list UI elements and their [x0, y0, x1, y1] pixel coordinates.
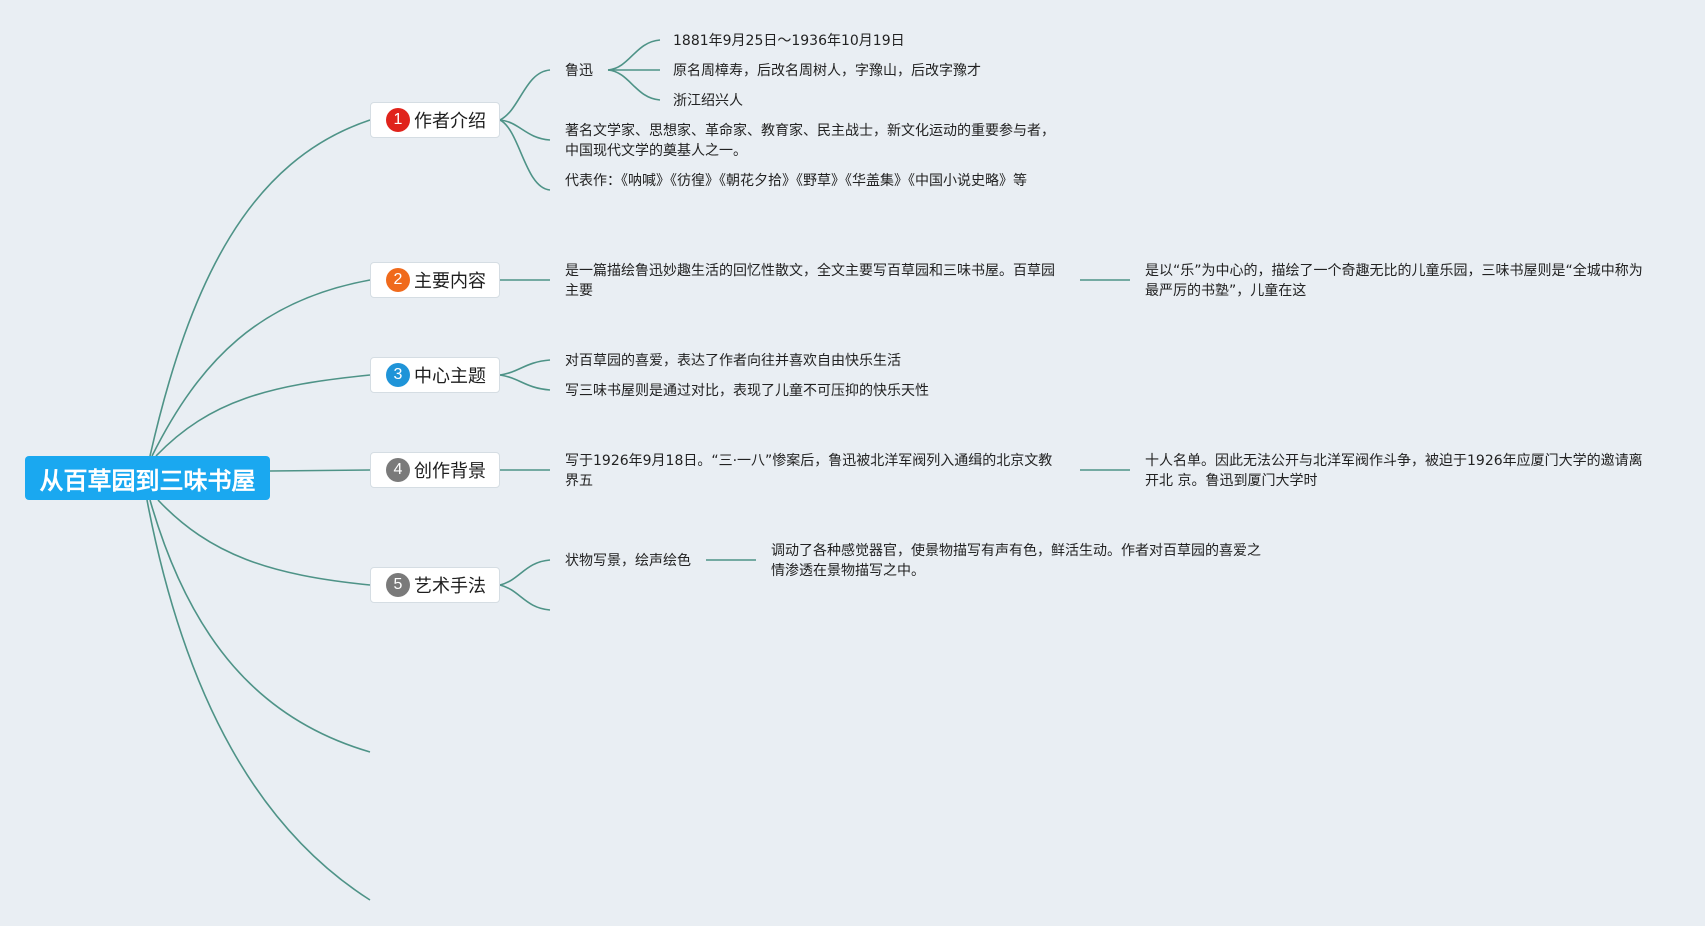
link-t1-luxun	[499, 69, 551, 121]
leaf-theme-garden[interactable]: 对百草园的喜爱，表达了作者向往并喜欢自由快乐生活	[565, 353, 901, 369]
link-t3-b	[499, 374, 551, 391]
link-root-topic-3	[155, 374, 371, 457]
number-badge-icon: 3	[386, 363, 410, 387]
link-t3-a	[499, 359, 551, 376]
link-t5-a	[499, 559, 551, 586]
leaf-main-content[interactable]: 是一篇描绘鲁迅妙趣生活的回忆性散文，全文主要写百草园和三味书屋。百草园主要	[565, 263, 1055, 299]
link-luxun-hometown	[607, 69, 661, 101]
topic-label: 中心主题	[414, 366, 486, 387]
topic-label: 作者介绍	[414, 111, 486, 132]
root-topic-label: 从百草园到三味书屋	[39, 466, 256, 495]
number-badge-icon: 5	[386, 573, 410, 597]
leaf-background-continued[interactable]: 十人名单。因此无法公开与北洋军阀作斗争，被迫于1926年应厦门大学的邀请离开北 …	[1145, 453, 1643, 489]
leaf-theme-school[interactable]: 写三味书屋则是通过对比，表现了儿童不可压抑的快乐天性	[565, 383, 929, 399]
link-root-empty-7	[146, 499, 371, 901]
topic-central-theme[interactable]: 3 中心主题	[370, 357, 500, 393]
leaf-description[interactable]: 著名文学家、思想家、革命家、教育家、民主战士，新文化运动的重要参与者，中国现代文…	[565, 123, 1055, 159]
link-root-topic-2	[151, 279, 371, 457]
leaf-main-content-continued[interactable]: 是以“乐”为中心的，描绘了一个奇趣无比的儿童乐园，三味书屋则是“全城中称为最严厉…	[1145, 263, 1643, 299]
link-t1-works	[499, 119, 551, 191]
link-root-topic-5	[157, 499, 371, 586]
topic-label: 创作背景	[414, 461, 486, 482]
leaf-background[interactable]: 写于1926年9月18日。“三·一八”惨案后，鲁迅被北洋军阀列入通缉的北京文教界…	[565, 453, 1053, 489]
topic-artistic-technique[interactable]: 5 艺术手法	[370, 567, 500, 603]
leaf-names[interactable]: 原名周樟寿，后改名周树人，字豫山，后改字豫才	[673, 63, 981, 79]
link-root-empty-6	[149, 499, 371, 753]
leaf-hometown[interactable]: 浙江绍兴人	[673, 93, 743, 109]
leaf-representative-works[interactable]: 代表作：《呐喊》《彷徨》《朝花夕拾》《野草》《华盖集》《中国小说史略》等	[565, 173, 1027, 189]
link-t1-desc	[499, 119, 551, 141]
link-t5-b	[499, 584, 551, 611]
topic-author-intro[interactable]: 1 作者介绍	[370, 102, 500, 138]
topic-label: 艺术手法	[414, 576, 486, 597]
link-luxun-dates	[607, 39, 661, 71]
number-badge-icon: 2	[386, 268, 410, 292]
number-badge-icon: 1	[386, 108, 410, 132]
link-root-topic-1	[149, 119, 371, 457]
topic-label: 主要内容	[414, 271, 486, 292]
topic-main-content[interactable]: 2 主要内容	[370, 262, 500, 298]
subtopic-luxun[interactable]: 鲁迅	[565, 63, 593, 79]
root-topic[interactable]: 从百草园到三味书屋	[25, 456, 270, 500]
number-badge-icon: 4	[386, 458, 410, 482]
link-root-topic-4	[269, 469, 371, 472]
leaf-technique-detail[interactable]: 调动了各种感觉器官，使景物描写有声有色，鲜活生动。作者对百草园的喜爱之情渗透在景…	[771, 543, 1261, 579]
topic-background[interactable]: 4 创作背景	[370, 452, 500, 488]
leaf-technique[interactable]: 状物写景，绘声绘色	[565, 553, 691, 569]
leaf-dates[interactable]: 1881年9月25日～1936年10月19日	[673, 33, 905, 49]
